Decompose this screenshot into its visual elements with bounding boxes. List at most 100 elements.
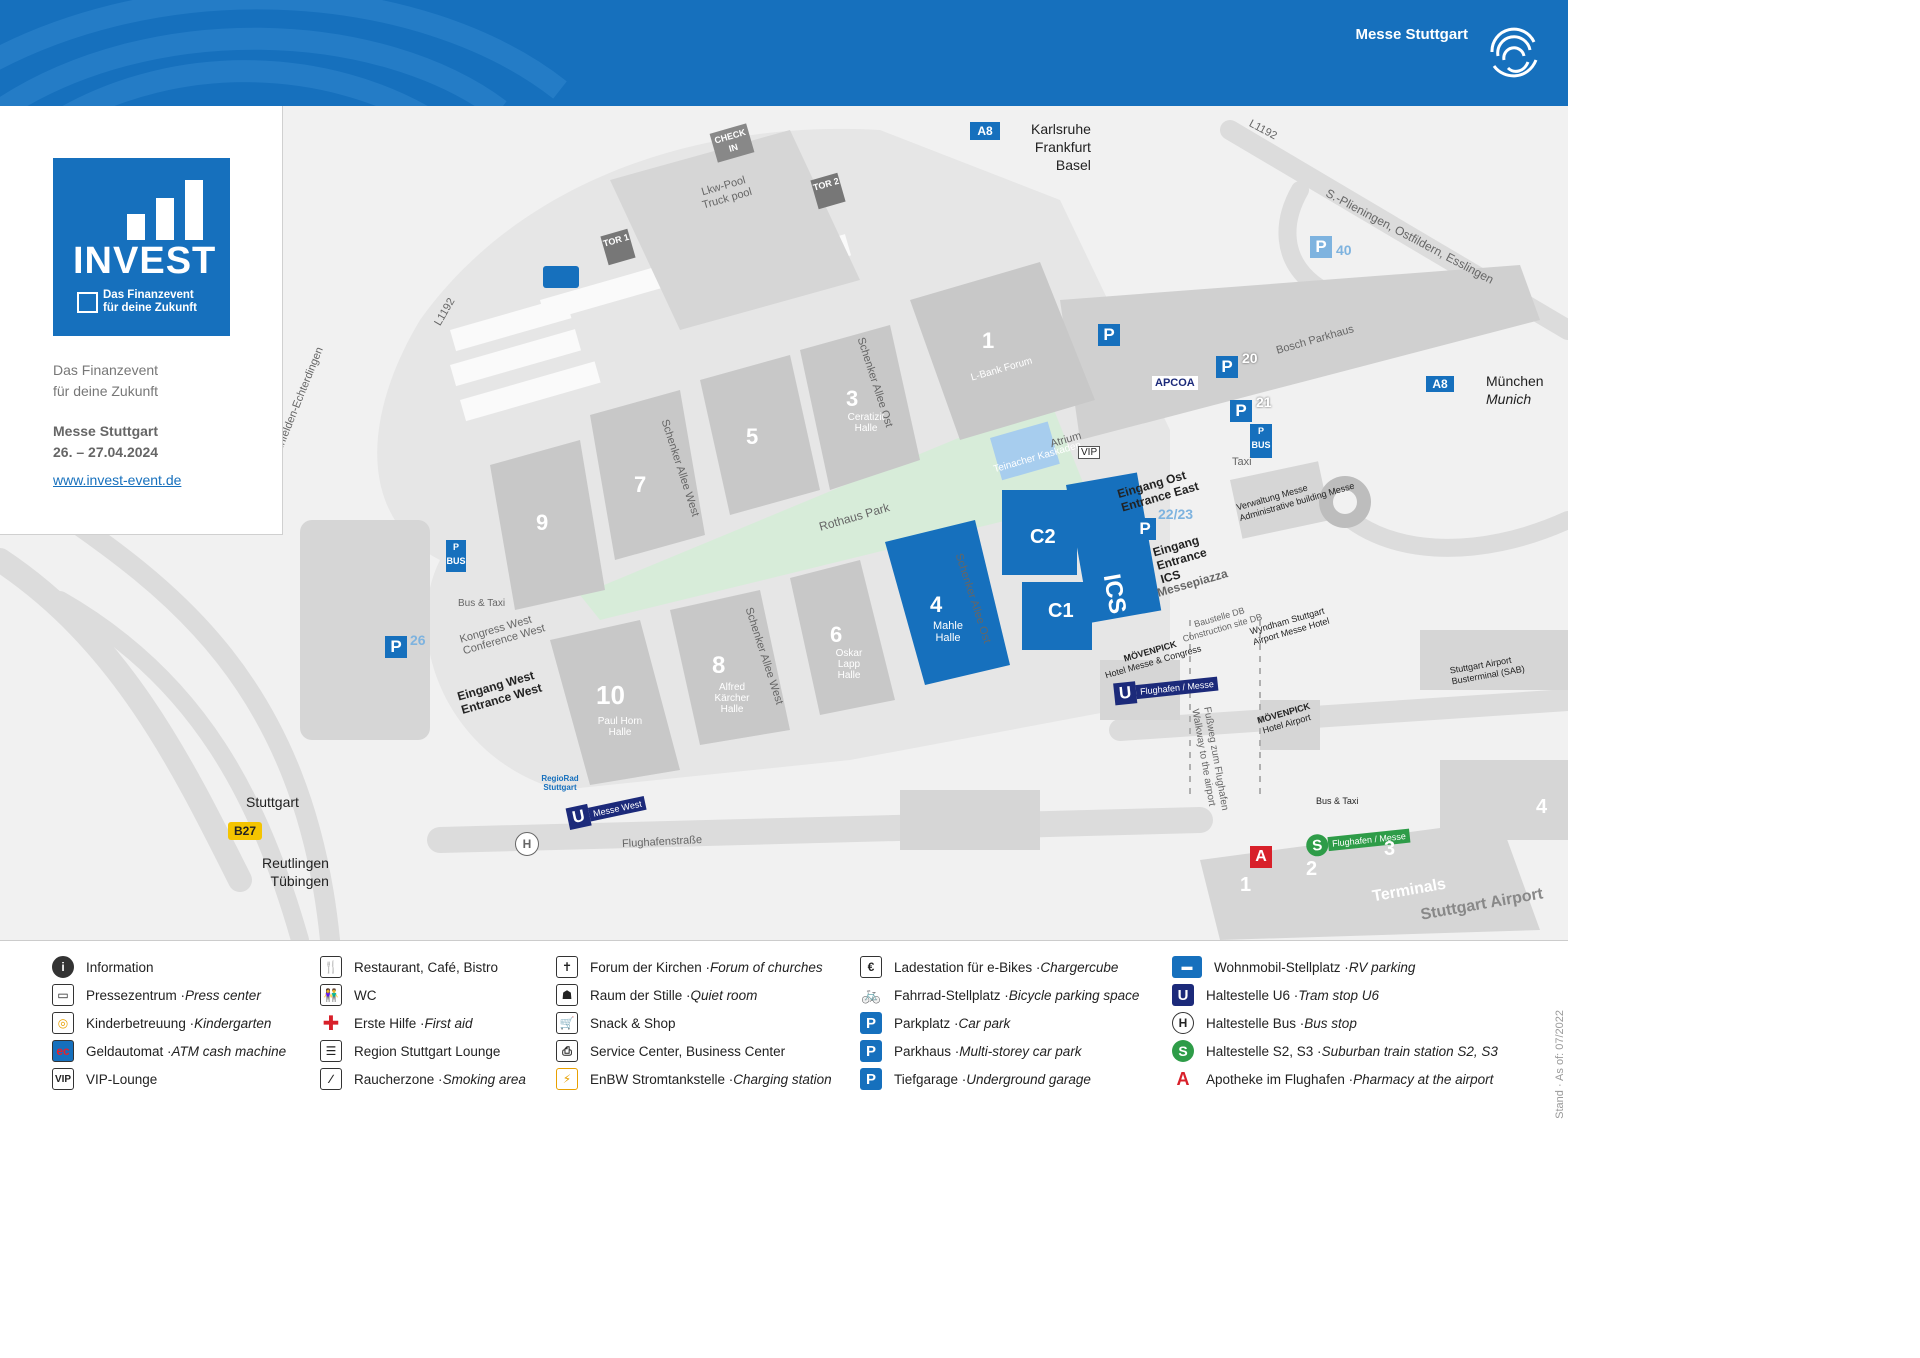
bus-taxi-right-label: Bus & Taxi [1316, 796, 1359, 806]
legend-item-tram: U Haltestelle U6 · Tram stop U6 [1172, 983, 1379, 1007]
stuttgart-direction: Stuttgart [246, 794, 299, 810]
legend-label-en: First aid [424, 1015, 473, 1031]
bar-chart-logo-icon [127, 180, 203, 240]
u6-flughafen-messe-label: Flughafen / Messe [1135, 676, 1219, 700]
parking-p40-icon[interactable]: P [1310, 236, 1332, 258]
logo-tagline-2: für deine Zukunft [103, 302, 197, 314]
legend-item-restaurant: 🍴 Restaurant, Café, Bistro [320, 955, 498, 979]
karlsruhe-label: Karlsruhe [1031, 121, 1091, 137]
bus-taxi-left-label: Bus & Taxi [458, 598, 506, 609]
hall-4-name: Mahle Halle [933, 620, 963, 644]
legend-label: Fahrrad-Stellplatz · [894, 987, 1009, 1003]
event-website-link[interactable]: www.invest-event.de [53, 472, 182, 488]
legend-item-bicycle: 🚲 Fahrrad-Stellplatz · Bicycle parking s… [860, 983, 1139, 1007]
hall-6-name: Oskar Lapp Halle [835, 648, 863, 681]
regiorad-label: RegioRad Stuttgart [541, 774, 579, 792]
legend-item-press: ▭ Pressezentrum · Press center [52, 983, 261, 1007]
wc-icon: 👫 [320, 984, 342, 1006]
legend-item-wc: 👫 WC [320, 983, 377, 1007]
parking-p-icon[interactable]: P [1098, 324, 1120, 346]
s-flughafen-messe-label: Flughafen / Messe [1327, 828, 1411, 852]
header-banner: Messe Stuttgart [0, 0, 1568, 106]
tram-u-icon: U [1113, 681, 1138, 706]
parking-p2223-icon[interactable]: P [1134, 518, 1156, 540]
parking-p20-icon[interactable]: P [1216, 356, 1238, 378]
legend-label: Forum der Kirchen · [590, 959, 711, 975]
venue-map[interactable]: Karlsruhe Frankfurt Basel A8 A8 München … [0, 106, 1568, 940]
quiet-room-icon: ☗ [556, 984, 578, 1006]
legend-label: Erste Hilfe · [354, 1015, 425, 1031]
map-legend: i Information ▭ Pressezentrum · Press ce… [0, 940, 1568, 1110]
bus-label: BUS [1251, 440, 1271, 450]
muenchen-direction: München Munich [1486, 372, 1544, 408]
legend-label: Haltestelle U6 · [1206, 987, 1299, 1003]
legend-label-en: Press center [185, 987, 261, 1003]
legend-label-en: Bus stop [1304, 1015, 1357, 1031]
terminal-4-label: 4 [1536, 796, 1548, 818]
information-icon: i [52, 956, 74, 978]
legend-label: WC [354, 987, 377, 1003]
terminal-3-label: 3 [1384, 838, 1396, 860]
a8-east-badge: A8 [1426, 376, 1454, 392]
stand-date: Stand · As of: 07/2022 [1554, 1010, 1566, 1119]
legend-label-en: Kindergarten [194, 1015, 272, 1031]
legend-label-en: Smoking area [442, 1071, 526, 1087]
legend-item-bus: H Haltestelle Bus · Bus stop [1172, 1011, 1357, 1035]
lounge-icon: ☰ [320, 1040, 342, 1062]
legend-label: Pressezentrum · [86, 987, 186, 1003]
event-info-panel: INVEST Das Finanzevent für deine Zukunft… [0, 106, 283, 535]
hall-5-number: 5 [746, 424, 759, 449]
reutlingen-direction: Reutlingen Tübingen [262, 854, 329, 890]
legend-label-en: ATM cash machine [171, 1043, 287, 1059]
legend-item-kindergarten: ◎ Kinderbetreuung · Kindergarten [52, 1011, 271, 1035]
legend-item-sbahn: S Haltestelle S2, S3 · Suburban train st… [1172, 1039, 1498, 1063]
vip-map-icon[interactable]: VIP [1078, 446, 1101, 459]
legend-item-rv: ▬ Wohnmobil-Stellplatz · RV parking [1172, 955, 1415, 979]
pharmacy-map-icon[interactable]: A [1250, 846, 1272, 868]
hall-10-number: 10 [596, 680, 625, 710]
venue-name: Messe Stuttgart [53, 423, 159, 439]
legend-label: Parkplatz · [894, 1015, 959, 1031]
legend-label-en: Multi-storey car park [959, 1043, 1082, 1059]
legend-label: Raum der Stille · [590, 987, 691, 1003]
rv-parking-map-icon[interactable] [543, 266, 579, 288]
legend-label-en: Forum of churches [710, 959, 823, 975]
terminal-1-label: 1 [1240, 874, 1252, 896]
bicycle-icon: 🚲 [861, 987, 881, 1004]
underground-parking-icon: P [860, 1068, 882, 1090]
hall-3-number: 3 [846, 386, 859, 411]
hall-6-number: 6 [830, 622, 843, 647]
legend-label-en: Chargercube [1040, 959, 1119, 975]
parking-p26-icon[interactable]: P [385, 636, 407, 658]
legend-item-ebike: € Ladestation für e-Bikes · Chargercube [860, 955, 1118, 979]
kindergarten-icon: ◎ [52, 1012, 74, 1034]
brand-name: Messe Stuttgart [1355, 26, 1468, 43]
hall-c2-label: C2 [1030, 526, 1056, 548]
p40-label: 40 [1336, 242, 1352, 258]
parking-p21-icon[interactable]: P [1230, 400, 1252, 422]
charging-icon: ⚡ [556, 1068, 578, 1090]
legend-item-pharmacy: A Apotheke im Flughafen · Pharmacy at th… [1172, 1067, 1494, 1091]
legend-label: Tiefgarage · [894, 1071, 967, 1087]
legend-label: Restaurant, Café, Bistro [354, 959, 499, 975]
legend-label: Raucherzone · [354, 1071, 443, 1087]
bus-stop-map-icon[interactable]: H [515, 832, 539, 856]
legend-label-en: Suburban train station S2, S3 [1321, 1043, 1498, 1059]
suburban-train-icon: S [1172, 1040, 1194, 1062]
legend-item-lounge: ☰ Region Stuttgart Lounge [320, 1039, 500, 1063]
legend-label: Haltestelle S2, S3 · [1206, 1043, 1322, 1059]
legend-label: Service Center, Business Center [590, 1043, 786, 1059]
church-icon: ✝ [556, 956, 578, 978]
p21-label: 21 [1256, 394, 1272, 410]
apcoa-label: APCOA [1152, 376, 1198, 390]
legend-label: Apotheke im Flughafen · [1206, 1071, 1354, 1087]
subtitle-1: Das Finanzevent [53, 362, 159, 378]
legend-label: Information [86, 959, 154, 975]
basel-label: Basel [1055, 157, 1091, 173]
ebike-charging-icon: € [860, 956, 882, 978]
restaurant-icon: 🍴 [320, 956, 342, 978]
legend-item-multistorey: P Parkhaus · Multi-storey car park [860, 1039, 1082, 1063]
rv-parking-icon: ▬ [1172, 956, 1202, 978]
